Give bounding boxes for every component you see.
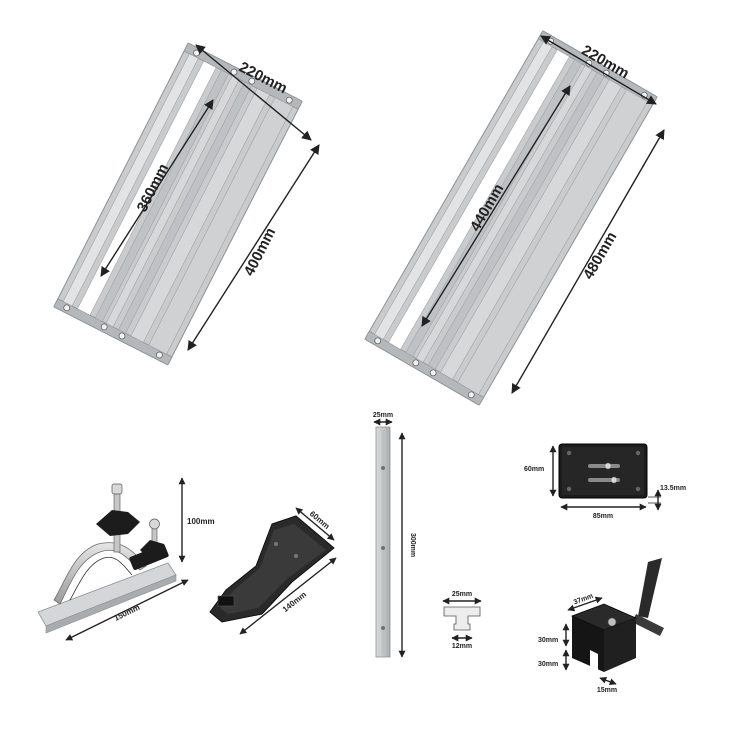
clamp-knob-icon xyxy=(96,510,140,536)
t-track-bottom-label: 12mm xyxy=(452,643,472,650)
t-track-profile: 25mm 12mm xyxy=(442,591,482,650)
t-track-shape xyxy=(443,606,481,631)
clamp-arm xyxy=(53,542,147,605)
plate-small: 220mm 400mm 360mm xyxy=(53,42,320,366)
lever-clamp: 37mm 30mm 30mm 15mm xyxy=(538,558,664,694)
rail-width-label: 25mm xyxy=(373,412,393,419)
t-track-top-label: 25mm xyxy=(452,591,472,598)
clamp-length-arrow xyxy=(65,579,189,641)
slider-block-height-label: 60mm xyxy=(524,466,544,473)
slider-block: 60mm 85mm 13.5mm xyxy=(524,443,686,520)
lever-clamp-height2-label: 30mm xyxy=(538,661,558,668)
plate-small-length-label: 400mm xyxy=(241,225,280,279)
clamp-height-label: 100mm xyxy=(187,517,215,526)
lever-clamp-bottom-arrow xyxy=(599,676,617,686)
plate-small-width-arrow xyxy=(195,44,312,141)
clamp-length-label: 150mm xyxy=(113,603,142,623)
rail-length-label: 300mm xyxy=(409,533,416,557)
rail: 25mm 300mm xyxy=(373,412,416,658)
plate-large-length-label: 480mm xyxy=(580,229,621,282)
plate-small-body xyxy=(53,42,303,366)
plate-large-width-arrow xyxy=(540,35,657,105)
slider-block-width-label: 85mm xyxy=(593,513,613,520)
miter-plate: 60mm 140mm xyxy=(209,507,337,635)
hold-down-clamp: 100mm 150mm xyxy=(37,477,215,641)
slider-block-slot-label: 13.5mm xyxy=(660,485,686,492)
plate-small-track-arrow xyxy=(100,99,214,277)
plate-large-track-arrow xyxy=(421,85,571,327)
miter-plate-length-arrow xyxy=(239,557,337,635)
lever-clamp-bottom-label: 15mm xyxy=(597,687,617,694)
plate-small-length-arrow xyxy=(187,144,320,351)
miter-plate-width-arrow xyxy=(295,507,335,541)
lever-clamp-height1-label: 30mm xyxy=(538,637,558,644)
plate-large-length-arrow xyxy=(511,129,665,394)
miter-plate-length-label: 140mm xyxy=(281,590,308,614)
plate-large: 220mm 480mm 440mm xyxy=(364,30,665,406)
lever-handle-icon xyxy=(638,558,662,618)
lever-clamp-top-arrow xyxy=(567,596,603,612)
